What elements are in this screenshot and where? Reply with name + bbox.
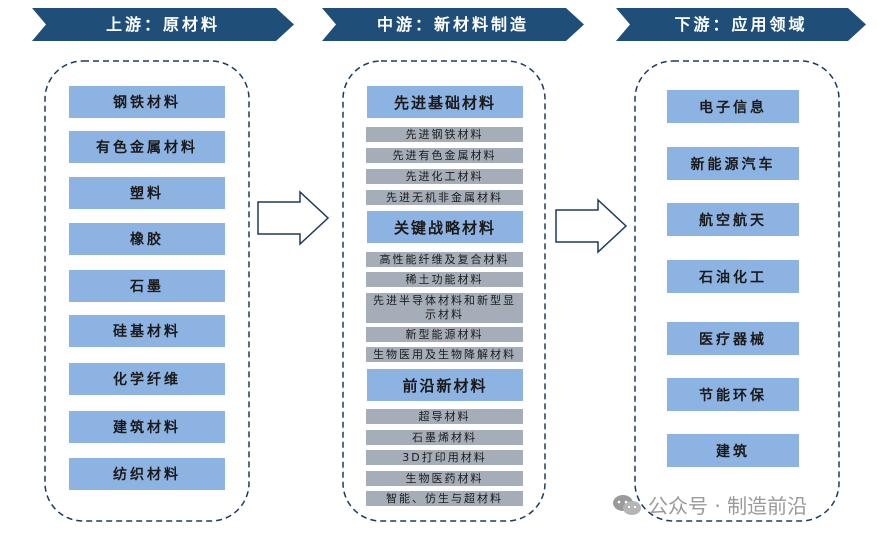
category-item: 先进钢铁材料 [366,127,523,142]
category-header: 关键战略材料 [367,211,523,243]
downstream-item: 建筑 [667,434,799,467]
upstream-item: 石墨 [69,270,225,302]
banner-chevron-shape [32,8,294,41]
upstream-group: 钢铁材料 有色金属材料 塑料 橡胶 石墨 硅基材料 化学纤维 建筑材料 纺织材料 [44,60,250,522]
category-item: 先进无机非金属材料 [366,190,523,205]
upstream-item: 钢铁材料 [69,86,225,118]
category-item: 高性能纤维及复合材料 [366,252,523,267]
upstream-title: 上游：原材料 [105,15,220,34]
category-header: 前沿新材料 [367,369,523,401]
category-item: 稀土功能材料 [366,272,523,287]
category-item: 生物医用及生物降解材料 [366,347,523,362]
midstream-group: 先进基础材料 先进钢铁材料 先进有色金属材料 先进化工材料 先进无机非金属材料 … [342,60,546,522]
downstream-item: 新能源汽车 [667,147,799,180]
upstream-banner: 上游：原材料 [32,8,294,41]
dashed-frame [634,60,840,522]
category-item: 先进半导体材料和新型显示材料 [366,293,523,323]
wechat-icon [613,494,641,515]
downstream-group: 电子信息 新能源汽车 航空航天 石油化工 医疗器械 节能环保 建筑 [634,60,840,522]
downstream-banner: 下游：应用领域 [616,8,866,41]
upstream-item: 硅基材料 [69,315,225,347]
downstream-item: 节能环保 [667,378,799,411]
category-item: 3D打印用材料 [366,450,523,465]
watermark-text: 公众号 · 制造前沿 [648,494,808,518]
downstream-item: 航空航天 [667,203,799,236]
upstream-item: 有色金属材料 [69,131,225,163]
watermark: 公众号 · 制造前沿 [612,490,807,519]
category-header: 先进基础材料 [367,86,523,118]
upstream-item: 塑料 [69,177,225,209]
category-item: 石墨烯材料 [366,430,523,445]
category-item: 生物医药材料 [366,471,523,486]
dashed-frame [44,60,250,522]
banner-chevron-shape [616,8,866,41]
upstream-item: 橡胶 [69,223,225,255]
dashed-frame [342,60,546,522]
category-item: 新型能源材料 [366,327,523,342]
category-item: 智能、仿生与超材料 [366,491,523,506]
upstream-item: 建筑材料 [69,411,225,443]
upstream-item: 纺织材料 [69,458,225,490]
category-item: 超导材料 [366,409,523,424]
downstream-item: 医疗器械 [667,322,799,355]
category-item: 先进有色金属材料 [366,148,523,163]
midstream-title: 中游：新材料制造 [376,15,529,34]
flow-arrow-icon [257,190,330,246]
upstream-item: 化学纤维 [69,363,225,395]
category-item: 先进化工材料 [366,169,523,184]
downstream-title: 下游：应用领域 [674,15,808,34]
banner-chevron-shape [322,8,584,41]
downstream-item: 电子信息 [667,90,799,123]
downstream-item: 石油化工 [667,260,799,293]
midstream-banner: 中游：新材料制造 [322,8,584,41]
flow-arrow-icon [555,198,628,254]
